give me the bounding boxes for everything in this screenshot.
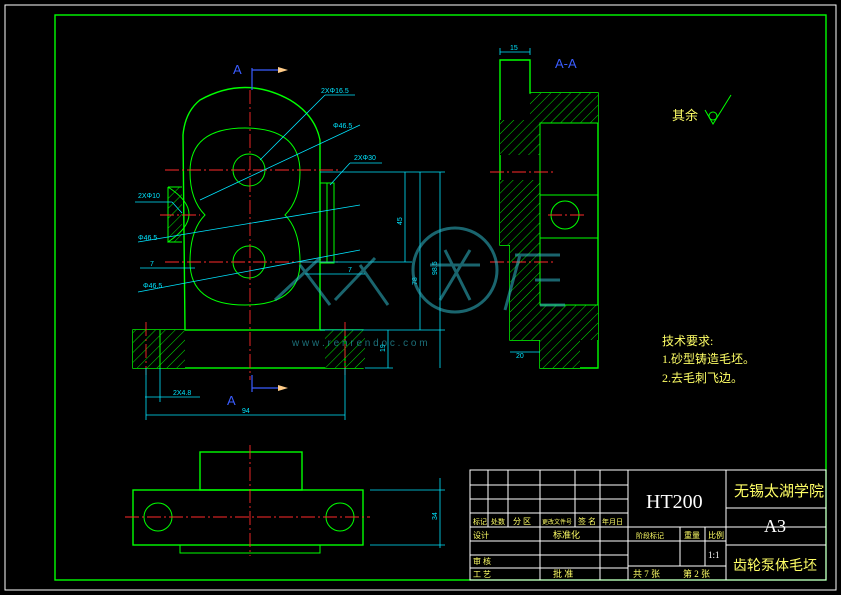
watermark-url: w w w . r e n r e n d o c . c o m — [291, 338, 428, 349]
hdr-qianming: 签 名 — [578, 516, 596, 526]
hdr-bili: 比例 — [708, 530, 724, 540]
sheet-size: A3 — [764, 516, 786, 536]
hdr-fenqu: 分 区 — [513, 517, 531, 526]
hdr-zhongliang: 重量 — [684, 530, 700, 540]
school-name: 无锡太湖学院 — [734, 482, 824, 500]
part-name: 齿轮泵体毛坯 — [733, 558, 817, 574]
tech-req-title: 技术要求: — [662, 334, 713, 348]
material-label: HT200 — [646, 491, 703, 513]
hdr-sheji: 设计 — [473, 530, 489, 540]
section-label-bottom: A — [227, 393, 236, 408]
title-block: HT200 无锡太湖学院 A3 齿轮泵体毛坯 1:1 共 7 张 第 2 张 标… — [469, 469, 827, 581]
hdr-shenhe: 审 核 — [473, 556, 491, 566]
scale-value: 1:1 — [708, 550, 720, 560]
surface-finish-label: 其余 — [672, 108, 698, 123]
hdr-genggai: 更改文件号 — [542, 518, 572, 526]
dim-phi46-5-bottom: Φ46.5 — [143, 283, 162, 290]
outer-frame — [4, 4, 837, 591]
front-view: A A 2XΦ16.5 Φ46.5 2XΦ30 2XΦ10 Φ46.5 Φ46.… — [132, 62, 445, 420]
top-view: 34 — [125, 445, 445, 556]
dim-2x-phi10: 2XΦ10 — [138, 193, 160, 200]
sheet-number: 第 2 张 — [683, 568, 710, 579]
dim-94: 94 — [242, 408, 250, 415]
dim-7-left: 7 — [150, 261, 154, 268]
dim-phi46-5-left: Φ46.5 — [138, 235, 157, 242]
tech-req-line2: 2.去毛刺飞边。 — [662, 371, 743, 385]
sheet-count: 共 7 张 — [633, 569, 660, 579]
section-label-top: A — [233, 62, 242, 77]
hdr-chushu: 处数 — [491, 517, 505, 526]
dim-98-5: 98.5 — [432, 261, 439, 275]
section-view-aa: 15 20 A-A — [490, 45, 599, 369]
dim-19: 19 — [380, 344, 387, 352]
watermark-logo — [273, 226, 565, 314]
dim-34: 34 — [432, 512, 439, 520]
dim-45: 45 — [397, 217, 404, 225]
dim-7-right: 7 — [348, 267, 352, 274]
dim-20: 20 — [516, 353, 524, 360]
hdr-biaozhunhua: 标准化 — [553, 529, 580, 540]
dim-2x-m30: 2XΦ30 — [354, 155, 376, 162]
gear-cavity — [189, 127, 301, 306]
dim-15: 15 — [510, 45, 518, 52]
hdr-gongyi: 工 艺 — [473, 570, 491, 579]
dim-2x-phi16-5: 2XΦ16.5 — [321, 88, 349, 95]
tech-req-line1: 1.砂型铸造毛坯。 — [662, 351, 755, 366]
front-body-outline — [182, 86, 321, 331]
hdr-nianyueri: 年月日 — [602, 517, 623, 526]
hdr-pizhun: 批 准 — [553, 568, 573, 579]
hdr-biaoji: 标记 — [473, 517, 487, 526]
section-title-aa: A-A — [555, 56, 577, 71]
dim-phi46-5-top: Φ46.5 — [333, 123, 352, 130]
dim-2x4-8: 2X4.8 — [173, 390, 191, 397]
left-port-section — [168, 187, 182, 242]
roughness-symbol — [704, 94, 732, 125]
base-section-left — [133, 330, 185, 368]
hdr-jieduan: 阶段标记 — [636, 531, 664, 540]
inner-frame — [54, 14, 827, 581]
